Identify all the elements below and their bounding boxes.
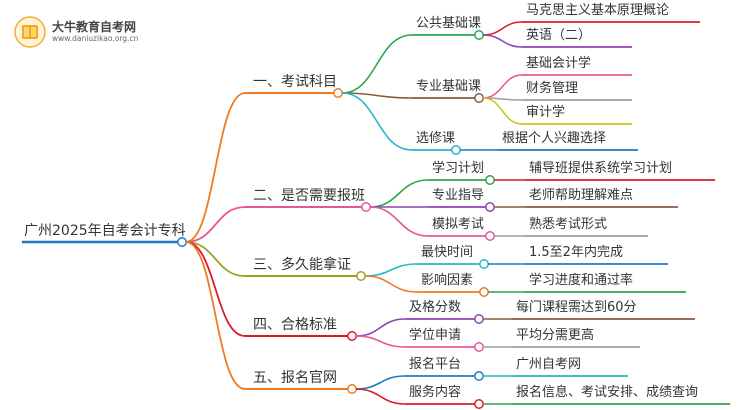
- leaf-label: 财务管理: [526, 81, 579, 96]
- subtopic-connector: [364, 263, 418, 277]
- leaf-label: 老师帮助理解难点: [529, 188, 634, 203]
- category-connector: [185, 206, 246, 243]
- site-logo: 大牛教育自考网 www.daniuzikao.org.cn: [14, 14, 164, 50]
- category-connector: [185, 241, 246, 390]
- leaf-label: 广州自考网: [516, 357, 582, 372]
- category-node: [347, 384, 357, 394]
- leaf-label: 1.5至2年内完成: [529, 245, 623, 260]
- category-label: 二、是否需要报班: [253, 188, 365, 204]
- leaf-connector: [482, 97, 523, 125]
- root-topic: 广州2025年自考会计专科: [24, 223, 186, 239]
- leaf-label: 熟悉考试形式: [529, 217, 608, 232]
- subtopic-node: [479, 287, 489, 297]
- subtopic-connector: [355, 335, 406, 348]
- category-label: 五、报名官网: [253, 370, 337, 386]
- subtopic-connector: [355, 388, 406, 405]
- subtopic-node: [485, 175, 495, 185]
- subtopic-label: 及格分数: [409, 300, 462, 315]
- category-node: [356, 271, 366, 281]
- subtopic-connector: [364, 275, 418, 293]
- subtopic-connector: [369, 206, 429, 237]
- subtopic-node: [485, 202, 495, 212]
- logo-title: 大牛教育自考网: [52, 20, 137, 34]
- subtopic-node: [474, 30, 484, 40]
- leaf-label: 辅导班提供系统学习计划: [529, 161, 673, 176]
- category-connector: [185, 92, 246, 243]
- subtopic-connector: [355, 318, 406, 337]
- subtopic-label: 学习计划: [432, 161, 485, 176]
- subtopic-node: [479, 259, 489, 269]
- leaf-label: 每门课程需达到60分: [516, 300, 637, 315]
- subtopic-label: 报名平台: [409, 357, 462, 372]
- category-label: 四、合格标准: [253, 317, 337, 333]
- leaf-label: 平均分需更高: [516, 328, 595, 343]
- leaf-label: 英语（二）: [526, 28, 592, 43]
- subtopic-label: 选修课: [416, 131, 456, 146]
- category-label: 三、多久能拿证: [253, 257, 351, 273]
- subtopic-label: 公共基础课: [416, 16, 482, 31]
- subtopic-node: [485, 231, 495, 241]
- subtopic-node: [474, 342, 484, 352]
- book-logo-icon: [14, 16, 46, 48]
- subtopic-connector: [341, 92, 413, 151]
- category-node: [361, 202, 371, 212]
- leaf-label: 马克思主义基本原理概论: [526, 3, 670, 18]
- category-connector: [185, 241, 246, 277]
- category-label: 一、考试科目: [253, 74, 337, 90]
- subtopic-label: 影响因素: [421, 273, 474, 288]
- subtopic-node: [474, 371, 484, 381]
- category-node: [347, 331, 357, 341]
- root-node: [177, 237, 187, 247]
- subtopic-connector: [341, 34, 413, 94]
- logo-url: www.daniuzikao.org.cn: [52, 34, 139, 43]
- category-node: [333, 88, 343, 98]
- subtopic-connector: [341, 92, 413, 99]
- subtopic-label: 服务内容: [409, 385, 462, 400]
- subtopic-label: 模拟考试: [432, 217, 485, 232]
- leaf-connector: [482, 74, 523, 99]
- leaf-label: 学习进度和通过率: [529, 273, 634, 288]
- leaf-label: 报名信息、考试安排、成绩查询: [516, 385, 699, 400]
- subtopic-node: [474, 314, 484, 324]
- subtopic-connector: [355, 375, 406, 390]
- leaf-label: 根据个人兴趣选择: [502, 131, 607, 146]
- category-connector: [185, 241, 246, 337]
- subtopic-label: 专业指导: [432, 188, 485, 203]
- subtopic-label: 最快时间: [421, 245, 474, 260]
- leaf-connector: [482, 21, 523, 36]
- subtopic-connector: [369, 179, 429, 208]
- leaf-label: 审计学: [526, 105, 566, 120]
- subtopic-node: [474, 93, 484, 103]
- subtopic-label: 专业基础课: [416, 79, 482, 94]
- leaf-connector: [482, 34, 523, 48]
- subtopic-node: [451, 145, 461, 155]
- leaf-label: 基础会计学: [526, 56, 592, 71]
- subtopic-label: 学位申请: [409, 328, 462, 343]
- subtopic-node: [474, 399, 484, 409]
